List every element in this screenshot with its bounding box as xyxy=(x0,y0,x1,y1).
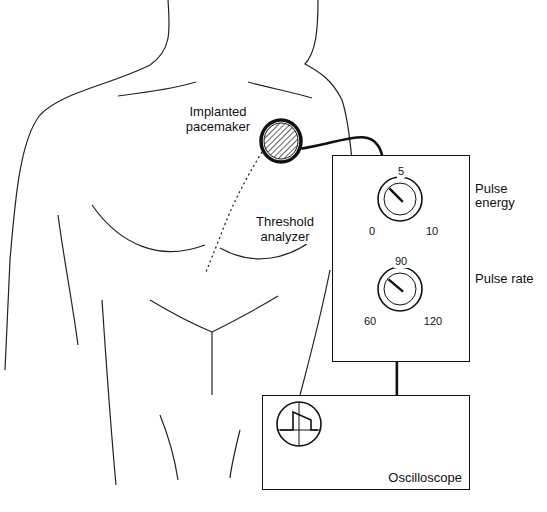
control-label: Pulse rate xyxy=(474,272,536,286)
dial-scale-number: 90 xyxy=(394,254,408,268)
dial xyxy=(378,177,422,221)
node-label: Threshold analyzer xyxy=(243,214,327,244)
pacemaker-body xyxy=(264,123,298,159)
oscilloscope-box: Oscilloscope xyxy=(262,395,470,490)
scope-screen xyxy=(277,402,321,446)
screen-axis xyxy=(299,402,300,446)
pacemaker-rim xyxy=(261,120,301,162)
dial-pointer xyxy=(390,189,403,202)
cable xyxy=(302,137,382,155)
dial-scale-number: 5 xyxy=(397,164,405,178)
dial-knob xyxy=(384,273,416,305)
cable xyxy=(396,362,399,395)
dial-scale-number: 0 xyxy=(368,224,376,238)
dial-knob xyxy=(384,183,416,215)
dial-scale-number: 120 xyxy=(423,314,443,328)
torso-lines xyxy=(5,0,352,485)
dial-pointer xyxy=(389,280,404,292)
node-label: Oscilloscope xyxy=(387,470,463,485)
pulse-waveform xyxy=(280,412,318,430)
dial-scale-number: 10 xyxy=(425,224,439,238)
node-label: Implanted pacemaker xyxy=(180,104,256,134)
pacemaker-lead xyxy=(206,152,262,272)
dial xyxy=(378,267,422,311)
control-label: Pulse energy xyxy=(474,182,536,210)
dial-scale-number: 60 xyxy=(363,314,377,328)
pacemaker-drawing xyxy=(256,118,302,164)
implanted-pacemaker: Implanted pacemaker xyxy=(258,120,304,166)
